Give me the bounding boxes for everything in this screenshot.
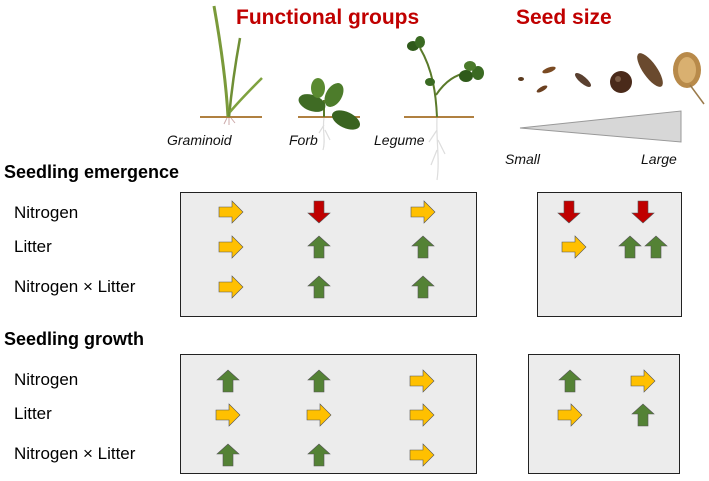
arrow-emergence-interaction-legume-up [411,275,435,299]
arrow-emergence-litter-forb-up [307,235,331,259]
arrow-growth-litter-graminoid-right [215,403,241,427]
seeds-icon [518,52,705,105]
arrow-growth-nitrogen-legume-right [409,369,435,393]
row-label-growth-interaction: Nitrogen × Litter [14,444,136,463]
growth-seed-box [528,354,680,474]
arrow-growth-nitrogen-forb-up [307,369,331,393]
row-label-emergence-litter: Litter [14,237,52,256]
arrow-growth-interaction-legume-right [409,443,435,467]
arrow-emergence-litter-graminoid-right [218,235,244,259]
arrow-emergence-litter-seed-small-right [561,235,587,259]
arrow-growth-litter-forb-right [306,403,332,427]
arrow-emergence-interaction-graminoid-right [218,275,244,299]
row-label-growth-litter: Litter [14,404,52,423]
size-large-label: Large [641,151,677,167]
functional-groups-header: Functional groups [236,6,420,29]
graminoid-label: Graminoid [167,132,232,148]
section-title-emergence: Seedling emergence [4,162,180,182]
arrow-growth-nitrogen-seed-large-right [630,369,656,393]
arrow-emergence-nitrogen-forb-down [307,200,331,224]
arrow-growth-nitrogen-seed-small-up [558,369,582,393]
section-title-growth: Seedling growth [4,329,145,349]
forb-icon [298,78,361,151]
arrow-emergence-nitrogen-seed-small-down [557,200,581,224]
arrow-emergence-nitrogen-legume-right [410,200,436,224]
row-label-emergence-interaction: Nitrogen × Litter [14,277,136,296]
legume-label: Legume [374,132,425,148]
arrow-growth-nitrogen-graminoid-up [216,369,240,393]
arrow-emergence-nitrogen-seed-large-down [631,200,655,224]
arrow-growth-interaction-forb-up [307,443,331,467]
size-small-label: Small [505,151,541,167]
legume-icon [404,36,484,181]
arrow-emergence-litter-seed-large-up [644,235,668,259]
arrow-growth-litter-legume-right [409,403,435,427]
header-illustrations [200,5,705,181]
arrow-growth-litter-seed-large-up [631,403,655,427]
graminoid-icon [200,5,263,125]
row-label-emergence-nitrogen: Nitrogen [14,203,79,222]
forb-label: Forb [289,132,318,148]
arrow-growth-interaction-graminoid-up [216,443,240,467]
arrow-emergence-nitrogen-graminoid-right [218,200,244,224]
seed-size-header: Seed size [516,6,612,29]
row-label-growth-nitrogen: Nitrogen [14,370,79,389]
arrow-growth-litter-seed-small-right [557,403,583,427]
size-wedge [519,110,682,143]
arrow-emergence-interaction-forb-up [307,275,331,299]
arrow-emergence-litter-seed-large-up [618,235,642,259]
arrow-emergence-litter-legume-up [411,235,435,259]
